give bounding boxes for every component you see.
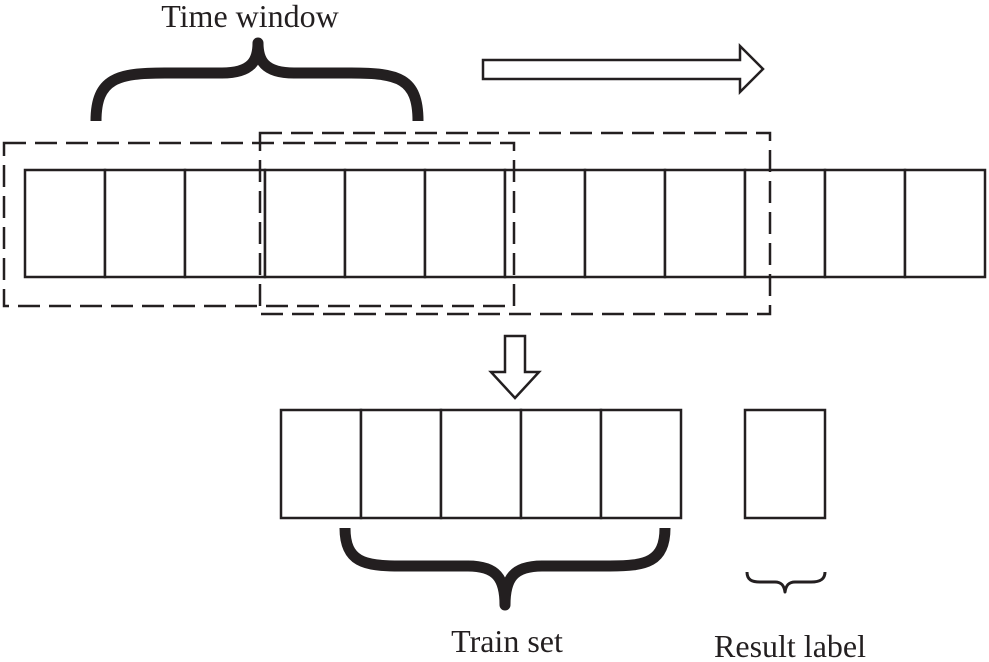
result-label-text: Result label: [714, 628, 866, 662]
down-arrow: [488, 334, 542, 400]
train-set-cells: [279, 408, 683, 520]
sequence-cell-10: [743, 168, 827, 279]
sequence-cell-2: [103, 168, 187, 279]
time-window-label: Time window: [161, 0, 339, 34]
sequence-cell-7: [503, 168, 587, 279]
train-set-label: Train set: [451, 623, 563, 659]
sequence-cell-12: [903, 168, 987, 279]
sequence-cell-1: [23, 168, 107, 279]
train-cell-2: [359, 408, 443, 520]
sequence-cell-11: [823, 168, 907, 279]
train-cell-3: [439, 408, 523, 520]
train-set-brace: [339, 527, 671, 611]
result-label-brace: [745, 571, 827, 594]
train-cell-5: [599, 408, 683, 520]
train-cell-1: [279, 408, 363, 520]
sequence-cell-5: [343, 168, 427, 279]
slide-direction-arrow: [481, 42, 765, 96]
window-frame-2: [258, 131, 772, 316]
result-cell: [743, 408, 827, 520]
sequence-cell-8: [583, 168, 667, 279]
sequence-cell-6: [423, 168, 507, 279]
sequence-cell-4: [263, 168, 347, 279]
sequence-cell-9: [663, 168, 747, 279]
sequence-cell-3: [183, 168, 267, 279]
data-sequence: [23, 168, 987, 279]
train-cell-4: [519, 408, 603, 520]
time-window-brace: [90, 37, 424, 122]
